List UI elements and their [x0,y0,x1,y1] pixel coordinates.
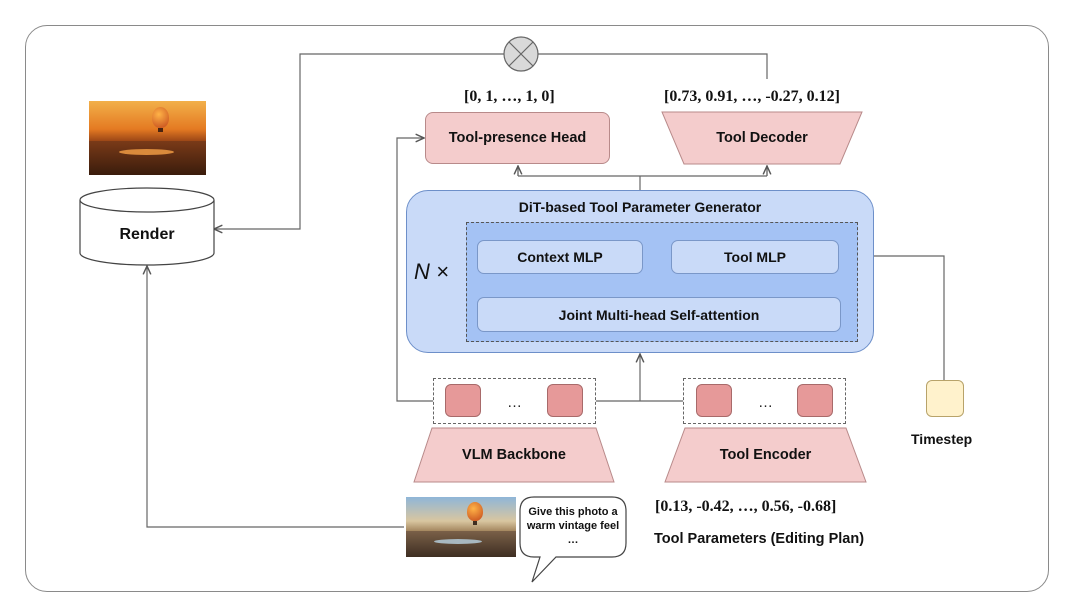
tool-token [696,384,732,417]
vlm-backbone-label: VLM Backbone [462,447,566,463]
vlm-token-ellipsis: … [507,394,522,411]
vlm-backbone-shape [413,427,615,483]
speech-bubble-shape [519,496,627,583]
speech-bubble-text: Give this photo a warm vintage feel … [526,506,620,546]
vlm-token [547,384,583,417]
balloon-icon [467,502,483,521]
input-params: [0.13, -0.42, …, 0.56, -0.68] [655,498,837,515]
vlm-token [445,384,481,417]
params-caption: Tool Parameters (Editing Plan) [654,531,865,547]
generator-repeat-label: N × [414,259,449,284]
context-mlp: Context MLP [477,240,643,274]
tool-token-ellipsis: … [758,394,773,411]
render-cylinder [79,187,215,266]
tool-mlp: Tool MLP [671,240,839,274]
tool-token-group [683,378,846,424]
timestep-label: Timestep [911,431,973,447]
balloon-icon [152,107,169,128]
joint-attention: Joint Multi-head Self-attention [477,297,841,332]
tool-decoder-label: Tool Decoder [716,130,808,146]
generator-title: DiT-based Tool Parameter Generator [518,199,762,215]
output-photo [89,101,206,175]
render-label: Render [119,226,175,243]
tool-encoder-shape [664,427,867,483]
tool-decoder-output: [0.73, 0.91, …, -0.27, 0.12] [664,88,840,105]
tool-encoder-label: Tool Encoder [719,447,812,463]
vlm-token-group [433,378,596,424]
diagram-frame [25,25,1049,592]
input-photo [406,497,516,557]
tool-presence-head: Tool-presence Head [425,112,610,164]
tool-token [797,384,833,417]
multiply-node-icon [503,36,539,72]
tool-decoder-shape [661,111,863,165]
tool-presence-output: [0, 1, …, 1, 0] [464,88,555,105]
timestep-token [926,380,964,417]
